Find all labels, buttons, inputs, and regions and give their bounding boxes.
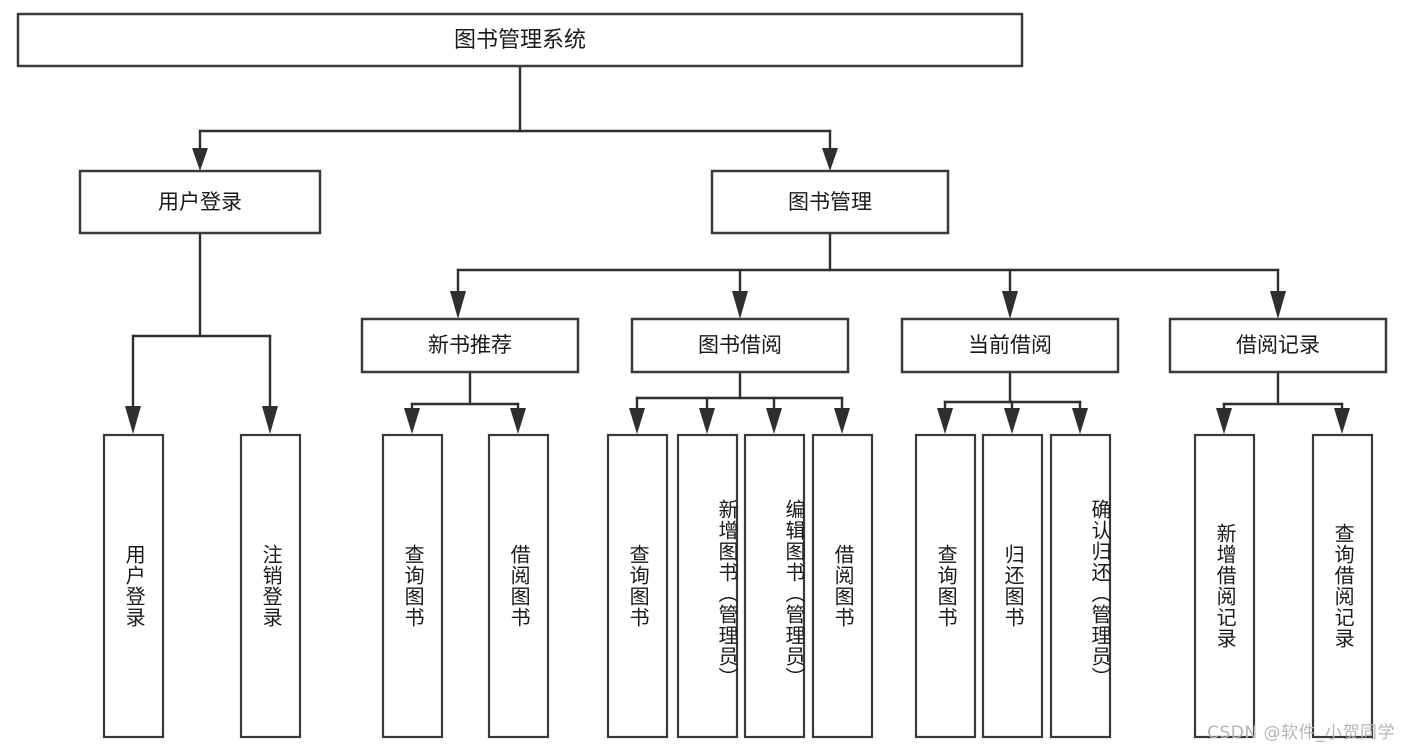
arrowhead-leaf-borrow-record-2 — [1334, 408, 1350, 434]
arrowhead-borrow-record — [1270, 291, 1286, 319]
leaf-box-current-borrow-2[interactable] — [981, 433, 1044, 739]
arrowhead-leaf-current-borrow-1 — [937, 408, 953, 434]
connector-layer — [125, 64, 1350, 434]
arrowhead-leaf-borrow-record-1 — [1216, 408, 1232, 434]
arrowhead-leaf-user-login-2 — [262, 406, 278, 434]
node-book-mgmt-label: 图书管理 — [788, 190, 872, 214]
arrowhead-new-book — [450, 291, 466, 319]
arrowhead-leaf-book-borrow-4 — [834, 408, 850, 434]
leaf-box-new-book-1[interactable] — [381, 433, 444, 739]
arrowhead-leaf-user-login-1 — [125, 406, 141, 434]
csdn-watermark: CSDN @软件_小贺同学 — [1207, 723, 1395, 743]
node-layer: 图书管理系统 用户登录 图书管理 新书推荐 图书借阅 当前借阅 借阅记录 — [16, 12, 1388, 739]
node-book-borrow-label: 图书借阅 — [698, 333, 782, 357]
arrowhead-book-borrow — [732, 291, 748, 319]
arrowhead-current-borrow — [1002, 291, 1018, 319]
arrowhead-user-login — [192, 148, 208, 171]
node-book-borrow-box[interactable] — [630, 317, 850, 374]
node-current-borrow-label: 当前借阅 — [968, 333, 1052, 357]
node-current-borrow-box[interactable] — [900, 317, 1120, 374]
node-root-label: 图书管理系统 — [454, 28, 586, 53]
leaf-box-borrow-record-1[interactable] — [1193, 433, 1256, 739]
node-borrow-record-label: 借阅记录 — [1236, 333, 1320, 357]
node-user-login-box[interactable] — [78, 169, 322, 235]
leaf-box-book-borrow-1[interactable] — [606, 433, 669, 739]
node-new-book-box[interactable] — [360, 317, 580, 374]
arrowhead-leaf-new-book-1 — [404, 408, 420, 434]
arrowhead-leaf-new-book-2 — [510, 408, 526, 434]
arrowhead-leaf-book-borrow-2 — [699, 408, 715, 434]
node-user-login-label: 用户登录 — [158, 190, 242, 214]
leaf-box-user-login-1[interactable] — [102, 433, 165, 739]
leaf-box-borrow-record-2[interactable] — [1311, 433, 1374, 739]
leaf-box-user-login-2[interactable] — [239, 433, 302, 739]
node-borrow-record-box[interactable] — [1168, 317, 1388, 374]
arrowhead-leaf-book-borrow-3 — [766, 408, 782, 434]
leaf-box-book-borrow-4[interactable] — [811, 433, 874, 739]
leaf-box-book-borrow-3[interactable] — [743, 433, 806, 739]
leaf-box-current-borrow-3[interactable] — [1049, 433, 1112, 739]
arrowhead-leaf-current-borrow-2 — [1004, 408, 1020, 434]
node-new-book-label: 新书推荐 — [428, 333, 512, 357]
leaf-box-new-book-2[interactable] — [487, 433, 550, 739]
leaf-box-book-borrow-2[interactable] — [676, 433, 739, 739]
arrowhead-leaf-book-borrow-1 — [629, 408, 645, 434]
node-book-mgmt-box[interactable] — [710, 169, 950, 235]
arrowhead-leaf-current-borrow-3 — [1072, 408, 1088, 434]
node-root-box[interactable] — [16, 12, 1024, 68]
leaf-box-current-borrow-1[interactable] — [914, 433, 977, 739]
arrowhead-book-mgmt — [822, 148, 838, 171]
